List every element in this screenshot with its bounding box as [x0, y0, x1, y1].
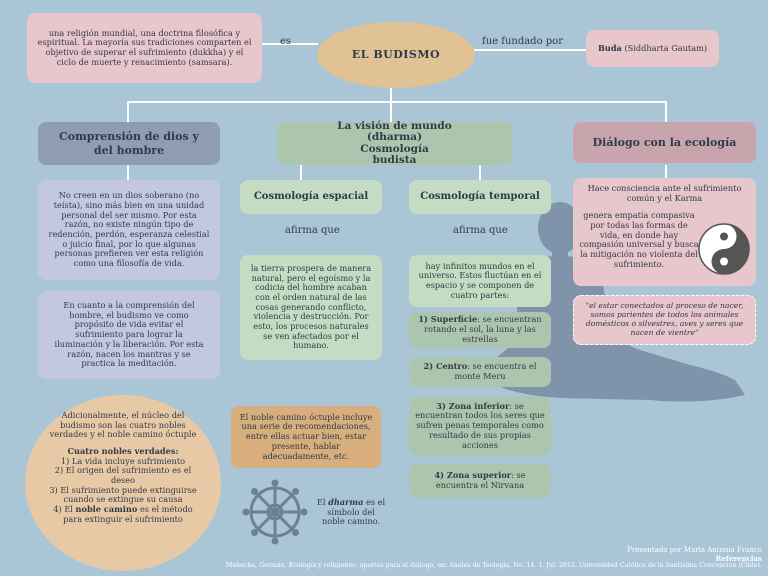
references-title: Referencias — [715, 554, 762, 563]
center-title: EL BUDISMO — [351, 48, 441, 62]
ecologia-p2: genera empatía compasiva por todas las f… — [579, 210, 699, 269]
founder-detail: (Siddharta Gautam) — [621, 42, 708, 53]
verdad-4: 4) El noble camino es el método para ext… — [45, 504, 201, 524]
dharma-post: es el símbolo del noble camino. — [321, 497, 386, 527]
temporal-header: Cosmología temporal — [409, 180, 551, 214]
octuple-box: El noble camino óctuple incluye una seri… — [231, 406, 381, 468]
octuple-text: El noble camino óctuple incluye una seri… — [239, 411, 373, 461]
founder-box: Buda (Siddharta Gautam) — [586, 30, 719, 67]
col1-title: Comprensión de dios y del hombre — [59, 130, 199, 157]
connector — [390, 101, 392, 123]
col1-para2-text: En cuanto a la comprensión del hombre, e… — [54, 300, 204, 369]
temporal-part-3: 3) Zona inferior: se encuentran todos lo… — [409, 397, 551, 455]
dharma-pre: El — [316, 497, 329, 507]
dharma-wheel-icon — [242, 479, 308, 545]
part-2-text: 2) Centro: se encuentra el monte Meru — [415, 361, 545, 381]
col3-title: Diálogo con la ecología — [592, 135, 737, 149]
part-3-text: 3) Zona inferior: se encuentran todos lo… — [415, 400, 545, 450]
es-label: es — [280, 36, 292, 47]
verdad-3: 3) El sufrimiento puede extinguirse cuan… — [49, 484, 197, 505]
ecologia-quote-box: "el estar conectados al proceso de nacer… — [573, 295, 756, 345]
espacial-title: Cosmología espacial — [253, 191, 369, 202]
part-3-label: 3) Zona inferior — [436, 400, 510, 411]
reference-text: Mahecha, Germán. Ecología y religiones: … — [225, 562, 762, 569]
fundado-label: fue fundado por — [482, 36, 563, 47]
dharma-bold: dharma — [328, 497, 364, 507]
col1-para1: No creen en un dios soberano (no teísta)… — [38, 180, 220, 280]
espacial-text: la tierra prospera de manera natural, pe… — [250, 262, 372, 351]
col1-para2: En cuanto a la comprensión del hombre, e… — [38, 291, 220, 379]
verdad-4-pre: 4) El — [53, 504, 76, 515]
part-4-text: 4) Zona superior: se encuentra el Nirvan… — [415, 470, 545, 490]
col2-title: La visión de mundo (dharma) Cosmología b… — [337, 120, 452, 166]
dharma-caption: El dharma es el símbolo del noble camino… — [316, 497, 386, 527]
definition-box: una religión mundial, una doctrina filos… — [27, 13, 262, 83]
connector — [127, 165, 129, 181]
espacial-text-box: la tierra prospera de manera natural, pe… — [240, 255, 382, 360]
col1-para1-text: No creen en un dios soberano (no teísta)… — [48, 190, 210, 269]
founder-text: Buda (Siddharta Gautam) — [597, 42, 708, 54]
temporal-part-1: 1) Superficie: se encuentran rotando el … — [409, 312, 551, 348]
temporal-part-2: 2) Centro: se encuentra el monte Meru — [409, 357, 551, 387]
part-4-label: 4) Zona superior — [434, 470, 512, 481]
ecologia-p1: Hace consciencia ante el sufrimiento com… — [587, 183, 742, 203]
part-3-detail: : se encuentran todos los seres que sufr… — [415, 400, 545, 450]
col2-header: La visión de mundo (dharma) Cosmología b… — [277, 120, 512, 166]
credit-text: Presentado por María Antonia Franco — [627, 546, 762, 554]
connector — [474, 49, 586, 51]
connector — [127, 101, 129, 123]
connector — [665, 101, 667, 123]
ecologia-box: Hace consciencia ante el sufrimiento com… — [573, 178, 756, 286]
connector — [390, 88, 392, 102]
afirma-label-espacial: afirma que — [285, 225, 340, 236]
yin-yang-icon — [698, 223, 750, 275]
verdad-1: 1) La vida incluye sufrimiento — [60, 455, 186, 466]
ecologia-quote: "el estar conectados al proceso de nacer… — [585, 301, 744, 337]
part-4-detail: : se encuentra el Nirvana — [435, 470, 526, 490]
temporal-intro-text: hay infinitos mundos en el universo. Est… — [418, 260, 542, 300]
part-1-text: 1) Superficie: se encuentran rotando el … — [415, 315, 545, 344]
temporal-title: Cosmología temporal — [420, 191, 540, 202]
center-oval: EL BUDISMO — [317, 22, 475, 88]
connector — [479, 163, 481, 181]
connector — [665, 165, 667, 179]
connector — [127, 101, 666, 103]
connector — [300, 163, 302, 181]
connector — [262, 43, 318, 45]
col1-header: Comprensión de dios y del hombre — [38, 122, 220, 165]
verdad-4-post: es el método para extinguir el sufrimien… — [63, 504, 193, 524]
founder-name: Buda — [597, 42, 622, 53]
verdad-2: 2) El origen del sufrimiento es el deseo — [54, 465, 192, 486]
definition-text: una religión mundial, una doctrina filos… — [37, 27, 252, 67]
part-2-label: 2) Centro — [423, 361, 468, 372]
circle-intro: Adicionalmente, el núcleo del budismo so… — [49, 410, 197, 440]
part-1-label: 1) Superficie — [418, 314, 478, 325]
part-2-detail: : se encuentra el monte Meru — [454, 361, 537, 381]
nobles-verdades-circle: Adicionalmente, el núcleo del budismo so… — [25, 395, 221, 571]
afirma-label-temporal: afirma que — [453, 225, 508, 236]
verdad-4-bold: noble camino — [75, 504, 138, 515]
temporal-intro-box: hay infinitos mundos en el universo. Est… — [409, 255, 551, 307]
temporal-part-4: 4) Zona superior: se encuentra el Nirvan… — [409, 464, 551, 498]
circle-heading: Cuatro nobles verdades: — [67, 446, 179, 457]
espacial-header: Cosmología espacial — [240, 180, 382, 214]
col3-header: Diálogo con la ecología — [573, 122, 756, 163]
part-1-detail: : se encuentran rotando el sol, la luna … — [424, 314, 542, 344]
